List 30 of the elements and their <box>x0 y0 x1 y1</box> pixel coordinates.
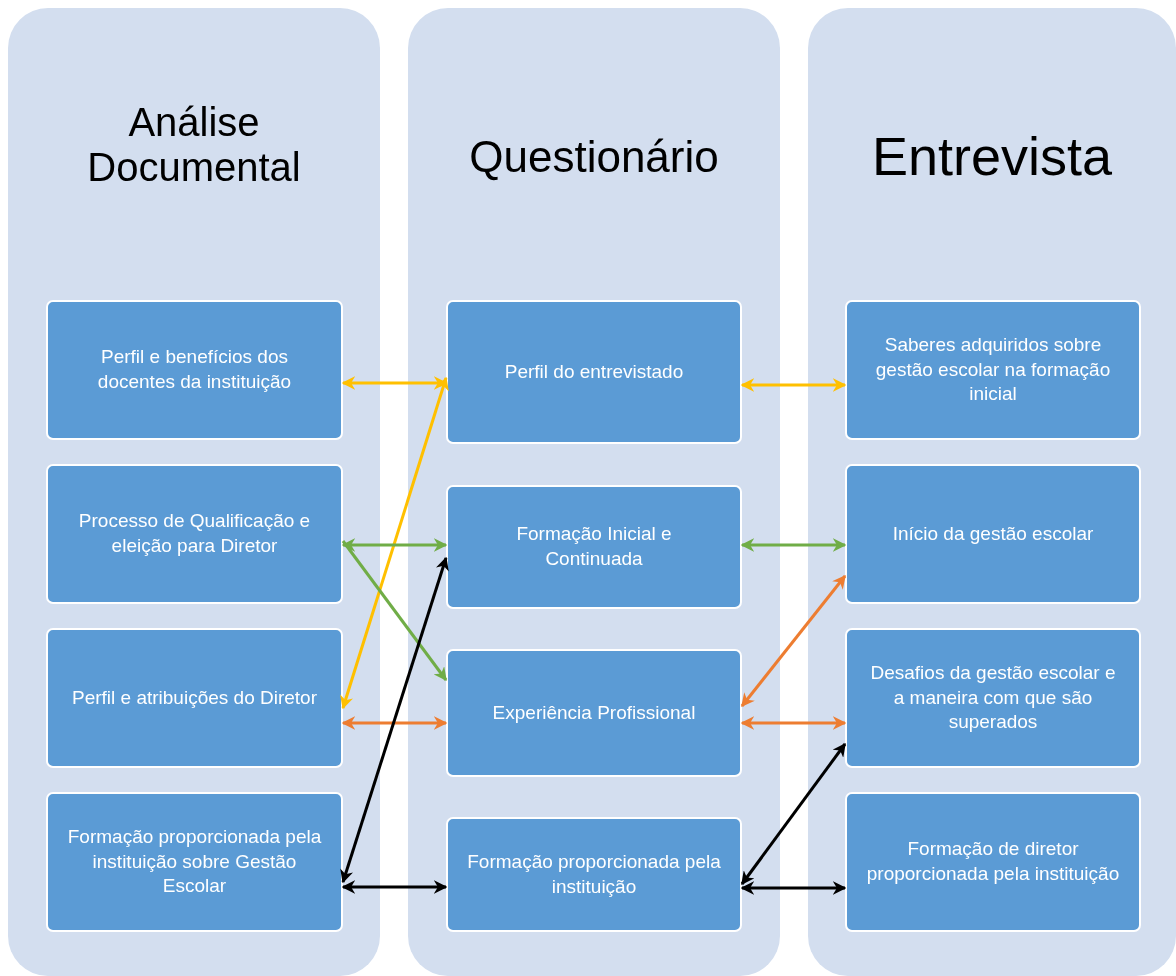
topic-box: Formação proporcionada pela instituição <box>446 817 742 932</box>
topic-box: Perfil do entrevistado <box>446 300 742 444</box>
double-arrow <box>740 742 847 886</box>
topic-box: Perfil e benefícios dos docentes da instituição <box>46 300 343 440</box>
double-arrow <box>740 538 847 552</box>
double-arrow <box>740 574 847 708</box>
double-arrow <box>740 716 847 730</box>
topic-box: Início da gestão escolar <box>845 464 1141 604</box>
topic-box: Formação proporcionada pela instituição sobre Gestão Escolar <box>46 792 343 932</box>
topic-box: Perfil e atribuições do Diretor <box>46 628 343 768</box>
topic-box: Saberes adquiridos sobre gestão escolar na formação inicial <box>845 300 1141 440</box>
arrow <box>341 540 448 682</box>
column-heading: Análise Documental <box>86 100 302 190</box>
topic-box: Experiência Profissional <box>446 649 742 777</box>
double-arrow <box>341 880 448 894</box>
double-arrow <box>340 556 449 884</box>
double-arrow <box>740 881 847 895</box>
double-arrow <box>740 378 847 392</box>
double-arrow <box>341 538 448 552</box>
topic-box: Formação Inicial e Continuada <box>446 485 742 609</box>
topic-box: Formação de diretor proporcionada pela instituição <box>845 792 1141 932</box>
column-heading: Entrevista <box>870 126 1114 187</box>
column-panel <box>808 8 1176 976</box>
double-arrow <box>340 376 449 710</box>
double-arrow <box>341 716 448 730</box>
column-panel <box>8 8 380 976</box>
topic-box: Processo de Qualificação e eleição para Diretor <box>46 464 343 604</box>
column-heading: Questionário <box>468 132 720 182</box>
column-panel <box>408 8 780 976</box>
topic-box: Desafios da gestão escolar e a maneira com que são superados <box>845 628 1141 768</box>
